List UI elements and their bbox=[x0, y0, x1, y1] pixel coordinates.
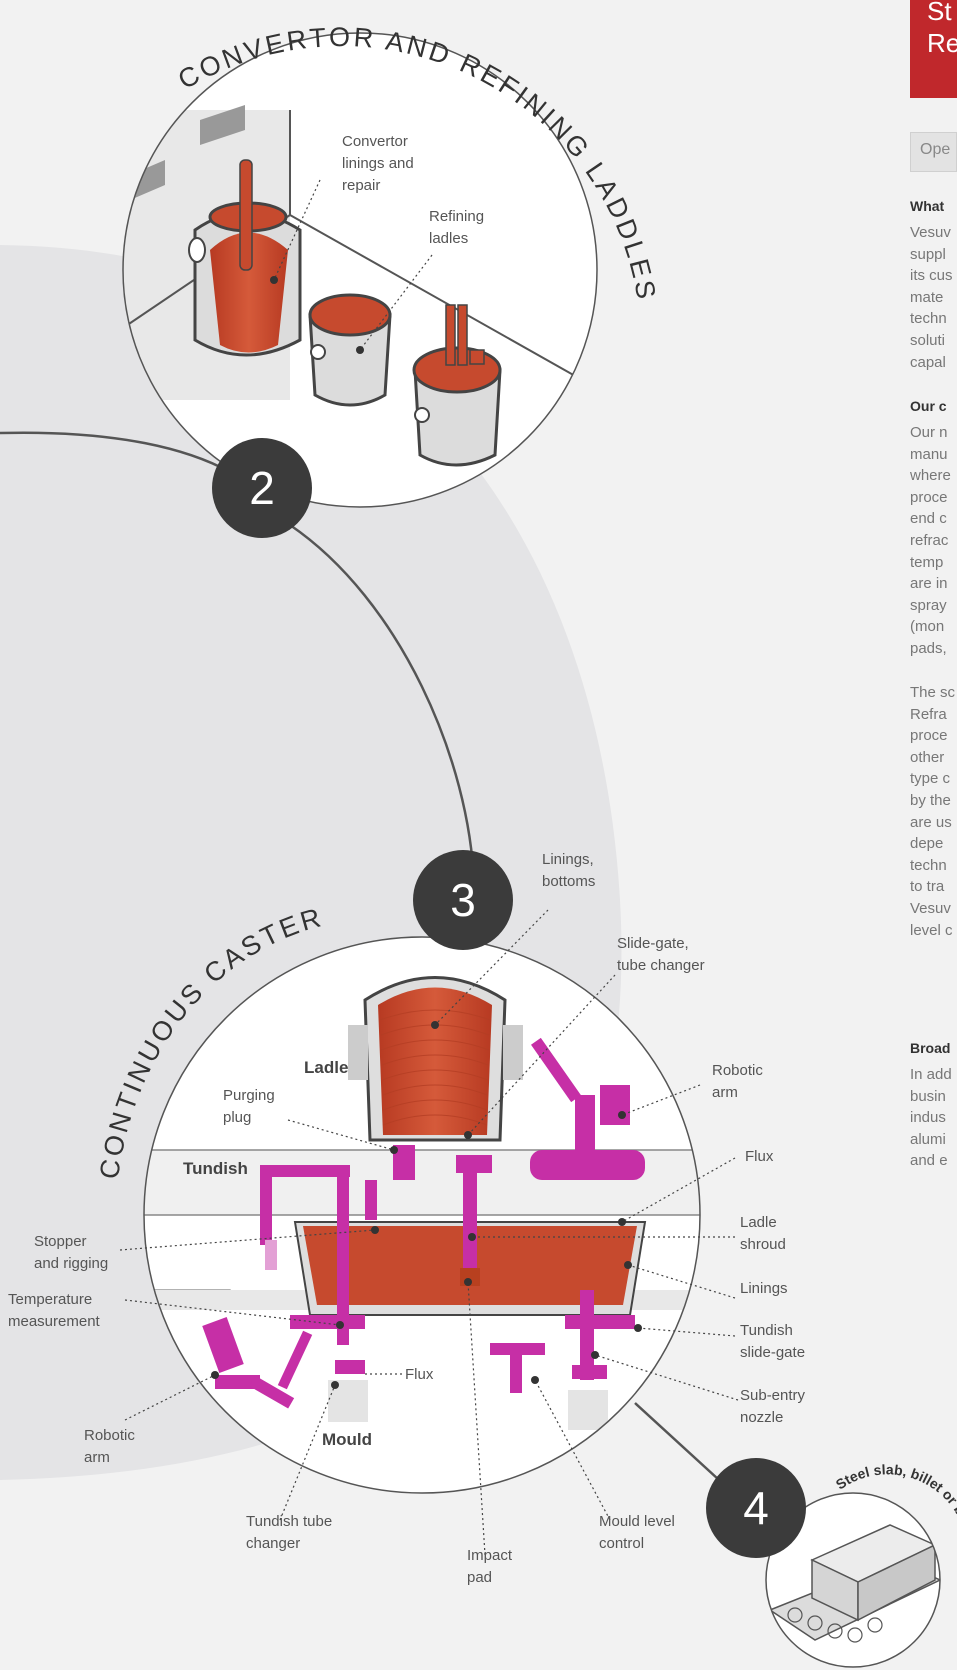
panel-para2-line: pads, bbox=[910, 638, 947, 660]
panel-para1-line: capal bbox=[910, 352, 946, 374]
panel-para3-line: other bbox=[910, 747, 944, 769]
panel-para2-line: manu bbox=[910, 444, 948, 466]
label-stopper: Stopper and rigging bbox=[34, 1231, 108, 1275]
panel-banner: St Re bbox=[910, 0, 957, 98]
panel-heading3: Broad bbox=[910, 1040, 950, 1056]
panel-para2-line: proce bbox=[910, 487, 948, 509]
panel-para3-line: are us bbox=[910, 812, 952, 834]
panel-para3-line: level c bbox=[910, 920, 953, 942]
panel-heading1: What bbox=[910, 198, 944, 214]
step-2-number: 2 bbox=[249, 462, 275, 514]
panel-para3-line: The sc bbox=[910, 682, 955, 704]
panel-para3-line: by the bbox=[910, 790, 951, 812]
panel-para3-line: depe bbox=[910, 833, 943, 855]
panel-para4-line: and e bbox=[910, 1150, 948, 1172]
panel-para2-line: (mon bbox=[910, 616, 944, 638]
banner-line-1: St bbox=[927, 0, 952, 28]
zone-mould: Mould bbox=[322, 1430, 372, 1450]
panel-para2-line: spray bbox=[910, 595, 947, 617]
label-flux-right: Flux bbox=[745, 1146, 773, 1168]
panel-para2-line: temp bbox=[910, 552, 943, 574]
panel-para3-line: proce bbox=[910, 725, 948, 747]
panel-para2-line: end c bbox=[910, 508, 947, 530]
panel-para2-line: Our n bbox=[910, 422, 948, 444]
label-impact-pad: Impact pad bbox=[467, 1545, 512, 1589]
label-convertor-linings: Convertor linings and repair bbox=[342, 131, 414, 197]
panel-para1-line: Vesuv bbox=[910, 222, 951, 244]
panel-para1-line: its cus bbox=[910, 265, 953, 287]
panel-para2-line: refrac bbox=[910, 530, 948, 552]
label-purging-plug: Purging plug bbox=[223, 1085, 275, 1129]
panel-para3-line: Vesuv bbox=[910, 898, 951, 920]
panel-para4-line: indus bbox=[910, 1107, 946, 1129]
step-3-number: 3 bbox=[450, 874, 476, 926]
label-robotic-arm-left: Robotic arm bbox=[84, 1425, 135, 1469]
panel-para4-line: alumi bbox=[910, 1129, 946, 1151]
panel-para1-line: mate bbox=[910, 287, 943, 309]
label-robotic-arm-right: Robotic arm bbox=[712, 1060, 763, 1104]
panel-para1-line: suppl bbox=[910, 244, 946, 266]
panel-para3-line: Refra bbox=[910, 704, 947, 726]
panel-para3-line: to tra bbox=[910, 876, 944, 898]
open-tab[interactable]: Ope bbox=[910, 132, 957, 172]
label-linings-bottoms: Linings, bottoms bbox=[542, 849, 595, 893]
label-sub-entry: Sub-entry nozzle bbox=[740, 1385, 805, 1429]
label-mould-level: Mould level control bbox=[599, 1511, 675, 1555]
label-tundish-slide-gate: Tundish slide-gate bbox=[740, 1320, 805, 1364]
label-tundish-tube: Tundish tube changer bbox=[246, 1511, 332, 1555]
panel-para1-line: techn bbox=[910, 308, 947, 330]
panel-para4-line: busin bbox=[910, 1086, 946, 1108]
label-flux-center: Flux bbox=[405, 1364, 433, 1386]
label-slide-gate: Slide-gate, tube changer bbox=[617, 933, 705, 977]
panel-heading2: Our c bbox=[910, 398, 947, 414]
panel-para2-line: are in bbox=[910, 573, 948, 595]
panel-para3-line: type c bbox=[910, 768, 950, 790]
panel-para3-line: techn bbox=[910, 855, 947, 877]
label-temperature: Temperature measurement bbox=[8, 1289, 100, 1333]
zone-tundish: Tundish bbox=[183, 1159, 248, 1179]
label-ladle-shroud: Ladle shroud bbox=[740, 1212, 786, 1256]
banner-line-2: Re bbox=[927, 26, 957, 60]
connector-line-3 bbox=[635, 1403, 730, 1490]
panel-para4-line: In add bbox=[910, 1064, 952, 1086]
panel-para2-line: where bbox=[910, 465, 951, 487]
panel-para1-line: soluti bbox=[910, 330, 945, 352]
label-refining-ladles: Refining ladles bbox=[429, 206, 484, 250]
label-linings: Linings bbox=[740, 1278, 788, 1300]
open-tab-label: Ope bbox=[920, 141, 950, 159]
step-4-number: 4 bbox=[743, 1482, 769, 1534]
zone-ladle: Ladle bbox=[304, 1058, 348, 1078]
